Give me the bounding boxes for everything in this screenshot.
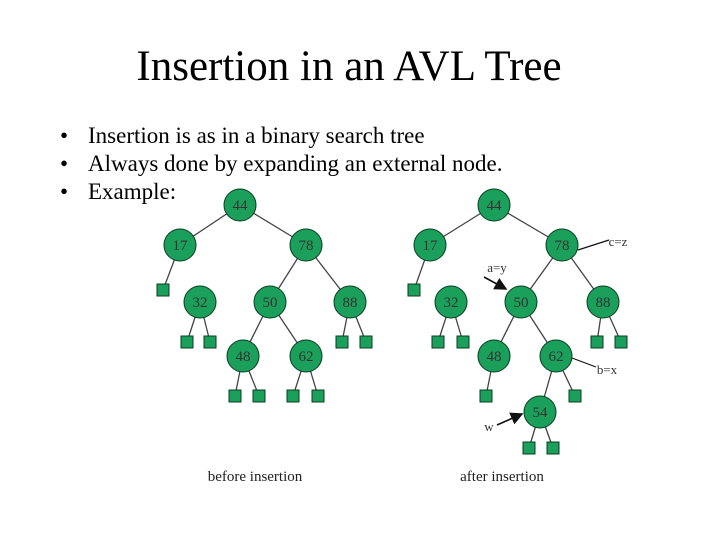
node-circle (504, 285, 538, 319)
bullet-dot: • (60, 123, 69, 148)
tree-node: 62 (289, 339, 323, 373)
tree-node: 44 (223, 188, 257, 222)
external-node (359, 335, 373, 349)
bullet-text: Insertion is as in a binary search tree (88, 123, 425, 148)
tree-node: 50 (253, 285, 287, 319)
annotation-label: a=y (487, 260, 507, 275)
external-nodes (156, 283, 628, 455)
bullet-list: • Insertion is as in a binary search tree… (60, 122, 503, 206)
node-label: 44 (487, 198, 503, 214)
annotations: c=z a=y b=x w (483, 234, 628, 434)
external-node (456, 335, 470, 349)
tree-node: 32 (183, 285, 217, 319)
annotation-label: c=z (609, 234, 628, 249)
external-node (311, 389, 325, 403)
slide-title: Insertion in an AVL Tree (136, 43, 562, 90)
external-node (407, 283, 421, 297)
node-circle (477, 339, 511, 373)
external-node (479, 389, 493, 403)
node-label: 48 (487, 349, 502, 365)
tree-node: 50 (504, 285, 538, 319)
node-label: 17 (423, 238, 439, 254)
node-circle (413, 228, 447, 262)
caption-before: before insertion (208, 469, 303, 485)
bullet-dot: • (60, 179, 69, 204)
external-node (203, 335, 217, 349)
tree-node: 54 (523, 395, 557, 429)
bullet-text: Example: (88, 179, 177, 204)
node-circle (289, 339, 323, 373)
node-circle (253, 285, 287, 319)
node-circle (477, 188, 511, 222)
tree-node: 88 (333, 285, 367, 319)
node-circle (333, 285, 367, 319)
node-label: 32 (193, 295, 208, 311)
tree-node: 48 (226, 339, 260, 373)
annotation-arrow (483, 276, 508, 290)
bullet-dot: • (60, 151, 69, 176)
annotation-label: b=x (597, 362, 618, 377)
tree-node: 17 (163, 228, 197, 262)
external-node (614, 335, 628, 349)
annotation-label: w (484, 419, 494, 434)
external-node (228, 389, 242, 403)
node-circle (539, 339, 573, 373)
bullet-item: • Insertion is as in a binary search tree (60, 122, 503, 150)
external-node (590, 335, 604, 349)
node-label: 48 (236, 349, 251, 365)
external-node (156, 283, 170, 297)
node-label: 88 (343, 295, 358, 311)
tree-node: 17 (413, 228, 447, 262)
bullet-text: Always done by expanding an external nod… (88, 151, 503, 176)
bullet-item: • Example: (60, 178, 503, 206)
external-node (522, 441, 536, 455)
external-node (546, 441, 560, 455)
node-circle (223, 188, 257, 222)
caption-after: after insertion (460, 469, 544, 485)
tree-node: 44 (477, 188, 511, 222)
tree-node: 62 (539, 339, 573, 373)
tree-node: 32 (434, 285, 468, 319)
node-circle (289, 228, 323, 262)
tree-node: 78 (545, 228, 579, 262)
external-node (568, 389, 582, 403)
external-node (180, 335, 194, 349)
annotation-arrow (496, 412, 524, 426)
tree-node: 78 (289, 228, 323, 262)
node-label: 54 (533, 405, 549, 421)
node-circle (163, 228, 197, 262)
node-label: 17 (173, 238, 189, 254)
node-label: 88 (596, 295, 611, 311)
external-node (252, 389, 266, 403)
node-label: 44 (233, 198, 249, 214)
internal-nodes: 44 17 78 32 50 88 48 62 44 17 78 32 50 88 48 62 54 (163, 188, 620, 429)
node-circle (523, 395, 557, 429)
annotation-leader (577, 239, 610, 251)
annotation-leader (571, 357, 597, 368)
node-label: 50 (514, 295, 529, 311)
external-node (431, 335, 445, 349)
node-label: 62 (549, 349, 564, 365)
node-circle (434, 285, 468, 319)
node-circle (183, 285, 217, 319)
node-label: 62 (299, 349, 314, 365)
node-label: 78 (555, 238, 570, 254)
external-node (335, 335, 349, 349)
node-circle (586, 285, 620, 319)
node-circle (545, 228, 579, 262)
node-circle (226, 339, 260, 373)
node-label: 50 (263, 295, 278, 311)
node-label: 78 (299, 238, 314, 254)
tree-node: 88 (586, 285, 620, 319)
bullet-item: • Always done by expanding an external no… (60, 150, 503, 178)
external-node (286, 389, 300, 403)
node-label: 32 (444, 295, 459, 311)
tree-node: 48 (477, 339, 511, 373)
